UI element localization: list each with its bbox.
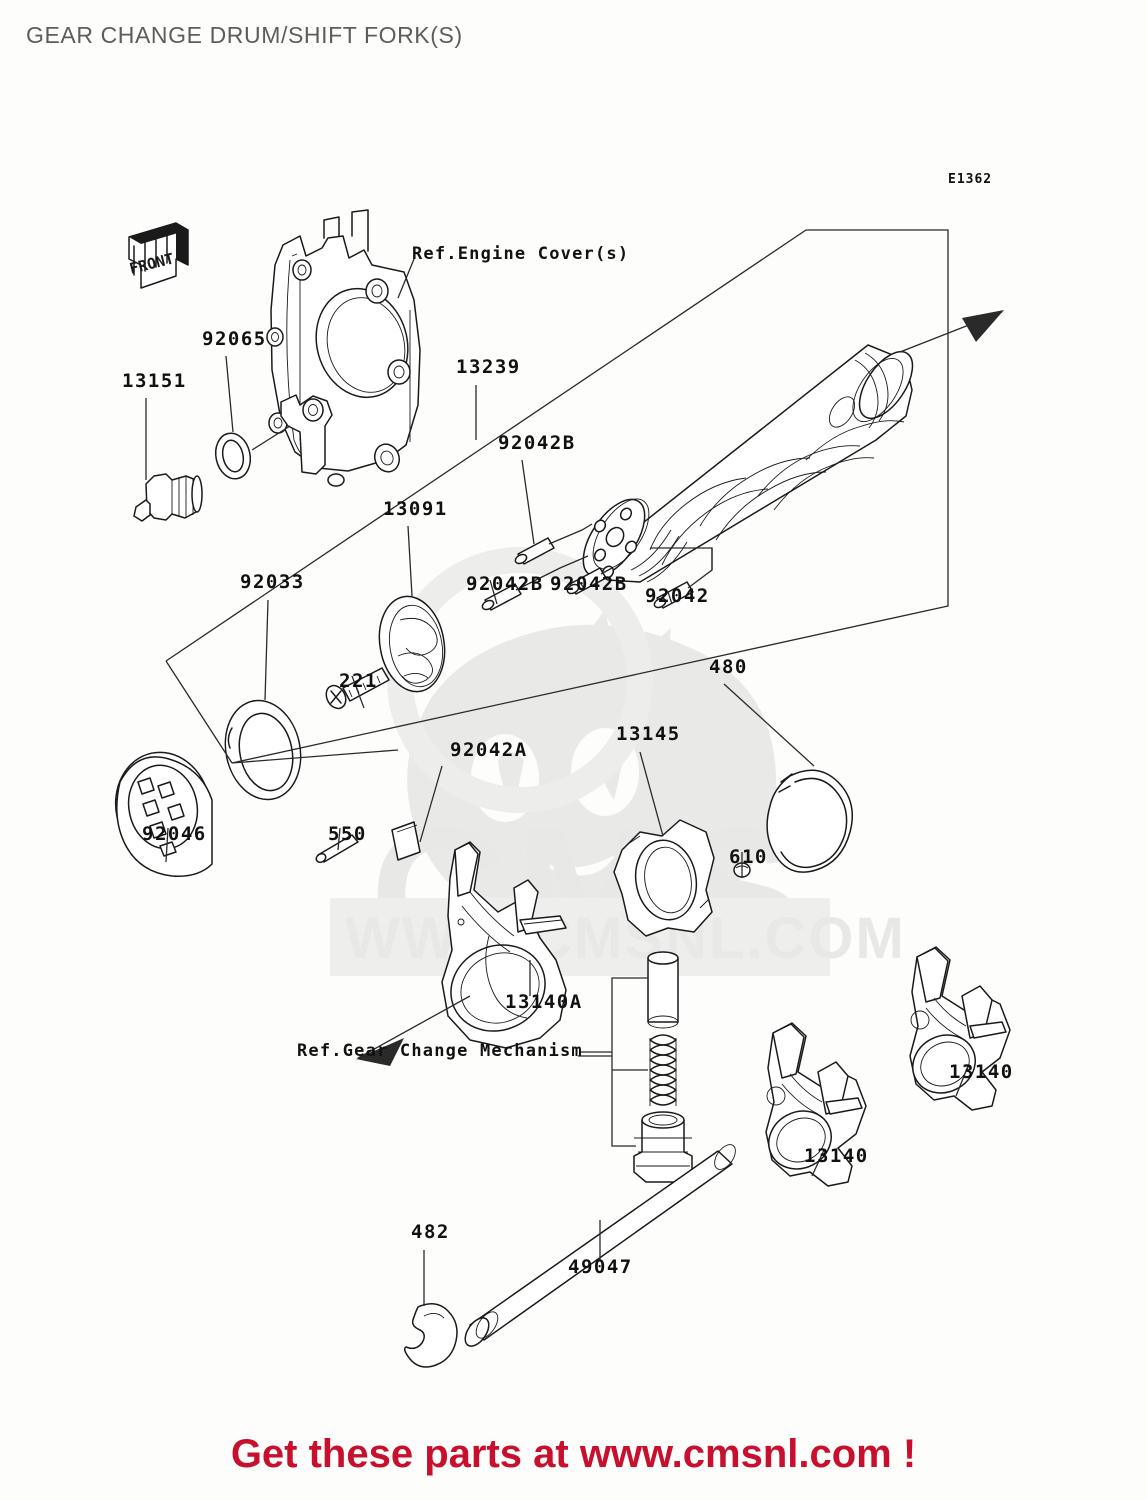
callout-92042B-top[interactable]: 92042B bbox=[498, 432, 576, 454]
callout-480[interactable]: 480 bbox=[709, 656, 748, 678]
ref-engine-cover[interactable]: Ref.Engine Cover(s) bbox=[412, 244, 629, 264]
watermark-layer: CMS WWW.CMSNL.COM bbox=[330, 547, 906, 1001]
figure-code: E1362 bbox=[948, 172, 992, 187]
reference-labels: Ref.Engine Cover(s) Ref.Gear Change Mecha… bbox=[297, 244, 629, 1061]
callout-92033[interactable]: 92033 bbox=[240, 571, 305, 593]
callout-13140-right[interactable]: 13140 bbox=[949, 1061, 1014, 1083]
lineart-layer: .ln{fill:none;stroke:#1a1a1a;stroke-widt… bbox=[114, 172, 1014, 1368]
callout-221[interactable]: 221 bbox=[339, 670, 378, 692]
leader-92065 bbox=[251, 425, 291, 451]
diagram-canvas: CMS WWW.CMSNL.COM .ln{fill:none;stroke:#… bbox=[0, 60, 1147, 1400]
bearing-holder-part bbox=[613, 819, 715, 937]
callout-92042A[interactable]: 92042A bbox=[450, 739, 528, 761]
shift-fork-a-part bbox=[441, 841, 567, 1049]
e-clip-part bbox=[403, 1303, 458, 1368]
callout-13145[interactable]: 13145 bbox=[616, 723, 681, 745]
page-title: GEAR CHANGE DRUM/SHIFT FORK(S) bbox=[26, 22, 463, 48]
footer-promo-text: Get these parts at www.cmsnl.com ! bbox=[230, 1432, 917, 1476]
front-orientation-badge: FRONT bbox=[128, 222, 189, 289]
callout-49047[interactable]: 49047 bbox=[568, 1256, 633, 1278]
callout-13151[interactable]: 13151 bbox=[122, 370, 187, 392]
callout-550[interactable]: 550 bbox=[328, 823, 367, 845]
shift-fork-left-part bbox=[765, 1022, 867, 1187]
oil-seal-part bbox=[214, 432, 252, 480]
screw-part bbox=[325, 667, 390, 710]
circlip-480-part bbox=[766, 769, 853, 873]
watermark-url: WWW.CMSNL.COM bbox=[330, 898, 906, 976]
callout-92042B-right[interactable]: 92042B bbox=[550, 573, 628, 595]
callout-92046[interactable]: 92046 bbox=[142, 823, 207, 845]
detent-assembly-part bbox=[578, 951, 693, 1183]
pin-92042a-part bbox=[391, 821, 421, 861]
shift-rod-part bbox=[464, 1144, 736, 1347]
group-boundary-lines bbox=[165, 229, 1004, 1066]
snap-ring-part bbox=[224, 699, 302, 801]
cam-plate-part bbox=[378, 595, 446, 693]
callout-610[interactable]: 610 bbox=[729, 846, 768, 868]
svg-text:WWW.CMSNL.COM: WWW.CMSNL.COM bbox=[345, 906, 906, 971]
callout-92042B-mid[interactable]: 92042B bbox=[466, 573, 544, 595]
shift-drum-part bbox=[582, 344, 914, 583]
callout-leader-lines bbox=[145, 258, 969, 1306]
callout-13140A[interactable]: 13140A bbox=[505, 991, 583, 1013]
callout-92042[interactable]: 92042 bbox=[645, 585, 710, 607]
shift-fork-right-part bbox=[909, 946, 1011, 1111]
callout-92065[interactable]: 92065 bbox=[202, 328, 267, 350]
callout-13140-left[interactable]: 13140 bbox=[804, 1145, 869, 1167]
callout-13091[interactable]: 13091 bbox=[383, 498, 448, 520]
ref-gear-change-mechanism[interactable]: Ref.Gear Change Mechanism bbox=[297, 1041, 583, 1061]
neutral-switch-part bbox=[133, 473, 203, 522]
needle-bearing-part bbox=[114, 751, 213, 877]
engine-cover-part bbox=[266, 209, 421, 487]
callout-482[interactable]: 482 bbox=[411, 1221, 450, 1243]
callout-labels: 13151 92065 13239 92042B 13091 92033 92042B 920… bbox=[122, 328, 1014, 1278]
callout-13239[interactable]: 13239 bbox=[456, 356, 521, 378]
